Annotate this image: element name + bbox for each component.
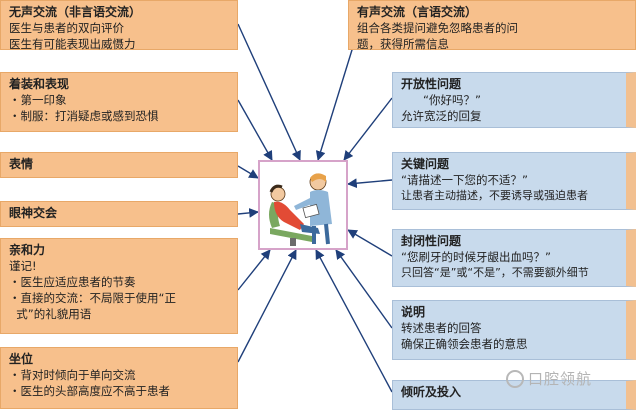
arrow-rapport xyxy=(237,249,271,291)
arrow-key-question xyxy=(347,178,393,189)
box-line: 只回答“是”或“不是”，不需要额外细节 xyxy=(401,266,589,279)
arrow-dress xyxy=(237,99,273,161)
box-line: “你好吗？” xyxy=(423,93,481,107)
box-key-question: 关键问题 “请描述一下您的不适？” 让患者主动描述，不要诱导或强迫患者 xyxy=(392,152,636,210)
arrow-expression xyxy=(237,165,259,179)
dentist-patient-icon xyxy=(269,173,332,246)
box-dress: 着装和表现 ・第一印象 ・制服：打消疑虑或感到恐惧 xyxy=(0,72,238,132)
box-title: 表情 xyxy=(9,157,34,171)
box-open-question: 开放性问题 “你好吗？” 允许宽泛的回复 xyxy=(392,72,636,128)
box-closed-question: 封闭性问题 “您刷牙的时候牙龈出血吗？” 只回答“是”或“不是”，不需要额外细节 xyxy=(392,229,636,287)
box-line: ・医生的头部高度应不高于患者 xyxy=(9,384,170,398)
box-line: ・制服：打消疑虑或感到恐惧 xyxy=(9,109,159,123)
box-line: ・医生应适应患者的节奏 xyxy=(9,275,136,289)
arrow-nonverbal xyxy=(237,23,301,161)
box-expression: 表情 xyxy=(0,152,238,178)
box-line: ・背对时倾向于单向交流 xyxy=(9,368,136,382)
box-title: 着装和表现 xyxy=(9,77,70,91)
arrow-eye-contact xyxy=(237,208,259,218)
box-line: 式”的礼貌用语 xyxy=(9,307,92,321)
arrow-explain xyxy=(335,249,393,329)
box-line: ・第一印象 xyxy=(9,93,67,107)
arrow-listen xyxy=(315,249,393,393)
box-title: 说明 xyxy=(401,305,426,319)
box-seating: 坐位 ・背对时倾向于单向交流 ・医生的头部高度应不高于患者 xyxy=(0,347,238,409)
dentist-patient-illustration xyxy=(258,160,348,250)
box-line: 医生与患者的双向评价 xyxy=(9,21,124,35)
box-title: 封闭性问题 xyxy=(401,234,462,248)
watermark-text: 口腔领航 xyxy=(528,370,593,388)
arrow-closed-question xyxy=(347,229,393,257)
box-title: 坐位 xyxy=(9,352,34,366)
box-explain: 说明 转述患者的回答 确保正确领会患者的意思 xyxy=(392,300,636,360)
box-title: 眼神交会 xyxy=(9,206,58,220)
wechat-logo-icon xyxy=(506,370,524,388)
box-title: 有声交流（言语交流） xyxy=(357,5,478,19)
arrow-open-question xyxy=(343,97,393,161)
box-line: 医生有可能表现出威慑力 xyxy=(9,37,136,51)
box-line: “请描述一下您的不适？” xyxy=(401,173,528,187)
box-line: 谨记! xyxy=(9,259,37,273)
box-rapport: 亲和力 谨记! ・医生应适应患者的节奏 ・直接的交流：不局限于使用“正 式”的礼… xyxy=(0,238,238,334)
box-line: ・直接的交流：不局限于使用“正 xyxy=(9,291,176,305)
box-line: “您刷牙的时候牙龈出血吗？” xyxy=(401,250,551,264)
box-line: 允许宽泛的回复 xyxy=(401,109,482,123)
watermark: 口腔领航 xyxy=(506,368,592,389)
box-line: 题，获得所需信息 xyxy=(357,37,449,51)
box-title: 开放性问题 xyxy=(401,77,462,91)
box-line: 转述患者的回答 xyxy=(401,321,482,335)
box-line: 组合各类提问避免忽略患者的问 xyxy=(357,21,518,35)
box-nonverbal: 无声交流（非言语交流） 医生与患者的双向评价 医生有可能表现出威慑力 xyxy=(0,0,238,51)
box-title: 倾听及投入 xyxy=(401,385,462,399)
arrow-seating xyxy=(237,249,297,363)
box-line: 让患者主动描述，不要诱导或强迫患者 xyxy=(401,189,588,202)
box-verbal: 有声交流（言语交流） 组合各类提问避免忽略患者的问 题，获得所需信息 xyxy=(348,0,636,51)
box-eye-contact: 眼神交会 xyxy=(0,201,238,227)
box-title: 关键问题 xyxy=(401,157,450,171)
box-title: 无声交流（非言语交流） xyxy=(9,5,142,19)
box-title: 亲和力 xyxy=(9,243,46,257)
box-line: 确保正确领会患者的意思 xyxy=(401,337,528,351)
